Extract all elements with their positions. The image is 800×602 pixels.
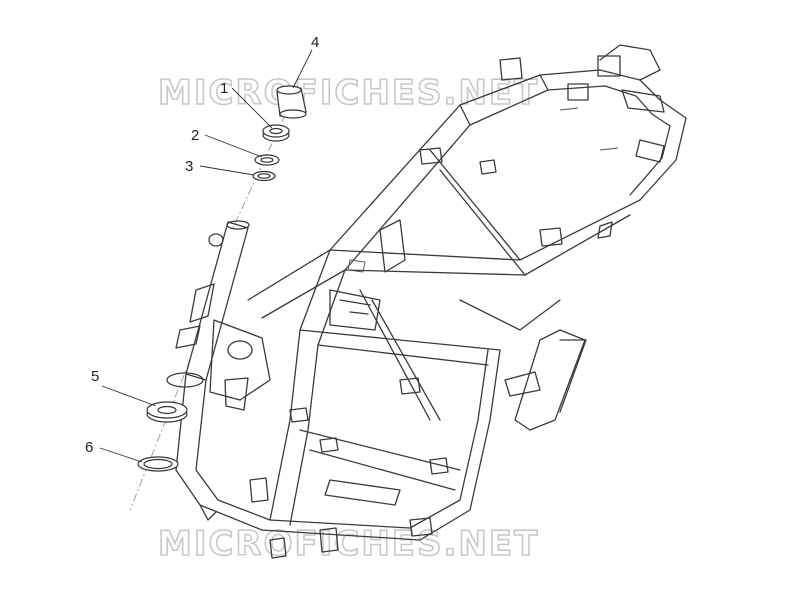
callout-4: 4 <box>311 34 319 51</box>
part-2-washer <box>254 154 280 166</box>
callout-1: 1 <box>220 80 228 97</box>
part-1-ring-nut <box>262 124 290 142</box>
callout-6: 6 <box>85 439 93 456</box>
callout-3: 3 <box>185 158 193 175</box>
callout-2: 2 <box>191 127 199 144</box>
part-3-bearing-ring <box>252 170 276 182</box>
callout-5: 5 <box>91 368 99 385</box>
scooter-frame <box>166 44 687 559</box>
steering-axis-lower <box>129 359 191 511</box>
part-5-lower-bearing <box>146 401 188 423</box>
leader-4 <box>292 49 313 89</box>
leader-1 <box>231 87 273 129</box>
watermark-bottom: MICROFICHES.NET <box>158 524 539 564</box>
leader-3 <box>199 165 255 176</box>
part-4-cap <box>276 85 307 119</box>
part-6-seal-ring <box>137 456 179 472</box>
leader-6 <box>99 447 143 463</box>
watermark-top: MICROFICHES.NET <box>158 73 539 113</box>
leader-5 <box>101 385 157 407</box>
leader-2 <box>204 134 263 158</box>
